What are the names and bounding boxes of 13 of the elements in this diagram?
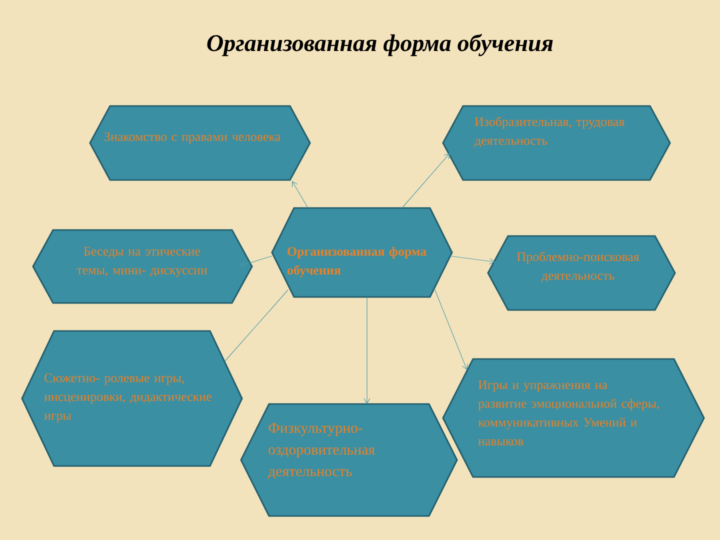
hexagon-box: Игры и упражнения на развитие эмоциональной сферы, коммуникативных Умений и навыков [442,358,705,478]
hexagon-box: Знакомство с правами человека [89,105,311,181]
arrow [240,256,272,268]
hexagon-box: Физкультурно-оздоровительная деятельность [240,403,458,517]
arrow [402,153,450,208]
hexagon-box: Сюжетно- ролевые игры, инсценировки, дидактические игры [21,330,243,467]
title: Организованная форма обучения [207,34,553,56]
hexagon-box: Беседы на этические темы, мини- дискуссии [32,229,253,304]
hexagon-box: Изобразительная, трудовая деятельность [442,105,671,181]
arrow [434,290,468,370]
arrow [364,296,370,404]
arrow [292,181,308,208]
arrow [450,256,495,265]
